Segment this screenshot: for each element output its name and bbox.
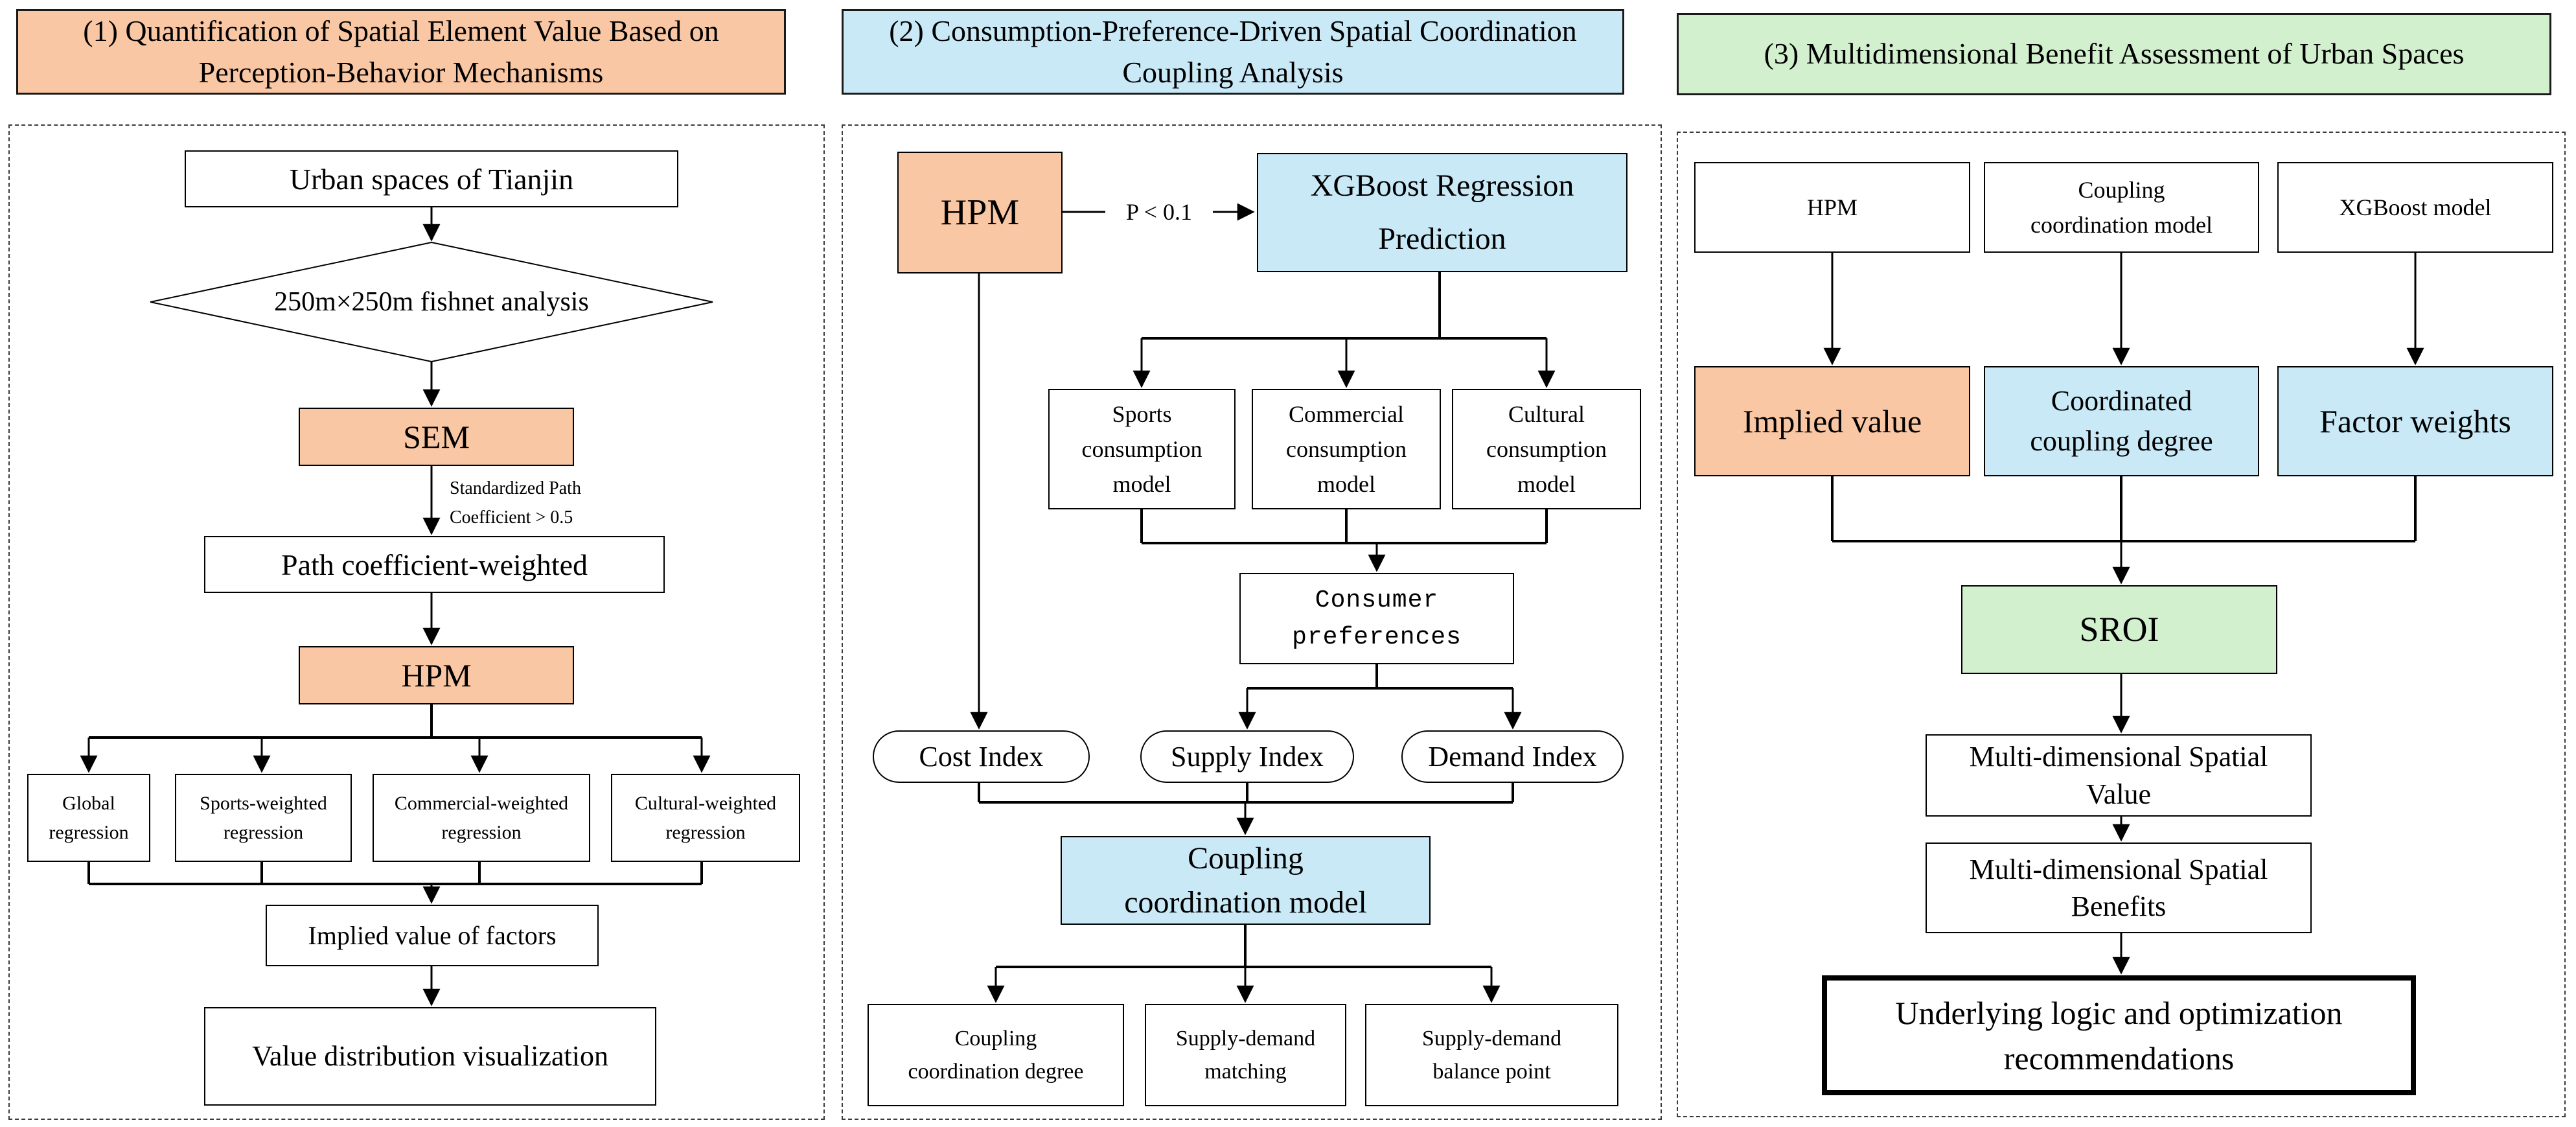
- implied-value-box: Implied value: [1694, 366, 1970, 476]
- xgboost-model3-box: XGBoost model: [2277, 162, 2553, 253]
- coupling-coordination-degree-box: Coupling coordination degree: [868, 1004, 1124, 1106]
- demand-index-box: Demand Index: [1401, 730, 1624, 783]
- value-distribution-visualization-box: Value distribution visualization: [204, 1007, 656, 1106]
- coupling-coordination-model-box: Coupling coordination model: [1061, 836, 1431, 925]
- factor-weights-box: Factor weights: [2277, 366, 2553, 476]
- sem-path-note: Standardized Path Coefficient > 0.5: [450, 478, 581, 528]
- panel-1-frame: [8, 124, 825, 1120]
- sports-consumption-model-box: Sports consumption model: [1048, 389, 1236, 509]
- supply-demand-matching-box: Supply-demand matching: [1145, 1004, 1346, 1106]
- multi-dimensional-spatial-benefits-box: Multi-dimensional Spatial Benefits: [1926, 842, 2312, 933]
- commercial-weighted-regression-box: Commercial-weighted regression: [373, 774, 590, 862]
- cultural-consumption-model-box: Cultural consumption model: [1452, 389, 1641, 509]
- panel-3-header: (3) Multidimensional Benefit Assessment …: [1677, 13, 2551, 95]
- path-coefficient-weighted-box: Path coefficient-weighted: [204, 536, 665, 593]
- sem-box: SEM: [299, 408, 574, 466]
- fishnet-diamond-label: 250m×250m fishnet analysis: [274, 286, 589, 317]
- p-value-label: P < 0.1: [1105, 196, 1213, 227]
- coupling-coordination-model3-box: Coupling coordination model: [1984, 162, 2259, 253]
- sports-weighted-regression-box: Sports-weighted regression: [175, 774, 352, 862]
- commercial-consumption-model-box: Commercial consumption model: [1252, 389, 1441, 509]
- hpm3-box: HPM: [1694, 162, 1970, 253]
- panel-3-frame: [1677, 132, 2566, 1117]
- panel-2-frame: [842, 124, 1662, 1120]
- multi-dimensional-spatial-value-box: Multi-dimensional Spatial Value: [1926, 734, 2312, 817]
- coordinated-coupling-degree-box: Coordinated coupling degree: [1984, 366, 2259, 476]
- fishnet-diamond-shape: [150, 241, 713, 363]
- implied-value-of-factors-box: Implied value of factors: [266, 905, 599, 966]
- hpm-box: HPM: [299, 646, 574, 704]
- consumer-preferences-box: Consumer preferences: [1239, 573, 1514, 664]
- cultural-weighted-regression-box: Cultural-weighted regression: [611, 774, 800, 862]
- urban-spaces-box: Urban spaces of Tianjin: [185, 150, 678, 207]
- cost-index-box: Cost Index: [873, 730, 1090, 783]
- hpm2-box: HPM: [897, 152, 1063, 273]
- global-regression-box: Global regression: [27, 774, 150, 862]
- panel-2-header: (2) Consumption-Preference-Driven Spatia…: [842, 9, 1624, 95]
- panel-1-header: (1) Quantification of Spatial Element Va…: [16, 9, 786, 95]
- sroi-box: SROI: [1961, 585, 2277, 674]
- supply-index-box: Supply Index: [1140, 730, 1354, 783]
- xgboost-regression-box: XGBoost Regression Prediction: [1257, 153, 1627, 272]
- supply-demand-balance-point-box: Supply-demand balance point: [1365, 1004, 1618, 1106]
- underlying-logic-box: Underlying logic and optimization recomm…: [1822, 975, 2416, 1095]
